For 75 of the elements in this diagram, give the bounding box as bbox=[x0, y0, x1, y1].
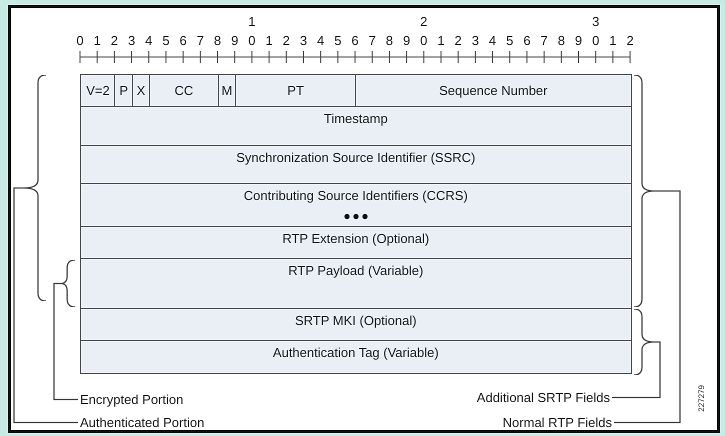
bit-number: 9 bbox=[574, 34, 584, 48]
bracket-label: Additional SRTP Fields bbox=[476, 390, 610, 405]
curly-brace bbox=[61, 260, 75, 307]
header-field bbox=[80, 145, 632, 184]
figure-number: 227279 bbox=[697, 385, 706, 412]
bit-number: 8 bbox=[556, 34, 566, 48]
field-label: Authentication Tag (Variable) bbox=[272, 345, 439, 360]
curly-brace bbox=[634, 309, 654, 375]
curly-brace bbox=[24, 75, 46, 301]
bit-number: 9 bbox=[230, 34, 240, 48]
header-field bbox=[234, 74, 357, 107]
leader-line bbox=[612, 341, 661, 398]
bit-number: 6 bbox=[522, 34, 532, 48]
bit-number: 8 bbox=[384, 34, 394, 48]
bit-number: 2 bbox=[625, 34, 635, 48]
bit-number: 3 bbox=[470, 34, 480, 48]
bit-number: 2 bbox=[282, 34, 291, 48]
bit-number: 2 bbox=[419, 15, 428, 29]
field-label: M bbox=[221, 83, 232, 98]
bit-number: 7 bbox=[368, 34, 377, 48]
bit-number: 2 bbox=[454, 34, 463, 48]
leader-line bbox=[53, 282, 78, 400]
bracket-label: Normal RTP Fields bbox=[502, 415, 612, 430]
bit-number: 4 bbox=[144, 34, 154, 48]
header-field bbox=[355, 74, 632, 107]
field-label: SRTP MKI (Optional) bbox=[294, 313, 417, 328]
bracket-label: Encrypted Portion bbox=[80, 392, 184, 407]
bit-number: 7 bbox=[196, 34, 205, 48]
bit-number: 4 bbox=[488, 34, 498, 48]
curly-brace bbox=[634, 75, 654, 307]
bit-number: 3 bbox=[126, 34, 136, 48]
header-field bbox=[80, 258, 632, 309]
bit-number: 5 bbox=[505, 34, 514, 48]
field-label: V=2 bbox=[86, 83, 110, 98]
bit-number: 7 bbox=[540, 34, 549, 48]
bit-number: 8 bbox=[212, 34, 222, 48]
header-field bbox=[80, 183, 632, 227]
bit-number: 5 bbox=[161, 34, 171, 48]
bit-number: 3 bbox=[591, 15, 600, 29]
field-label: X bbox=[136, 83, 146, 98]
bit-number: 1 bbox=[608, 34, 618, 48]
field-label: RTP Payload (Variable) bbox=[288, 263, 424, 278]
field-label: RTP Extension (Optional) bbox=[282, 231, 430, 246]
bracket-label: Authenticated Portion bbox=[80, 415, 204, 430]
bit-number: 1 bbox=[92, 34, 102, 48]
header-field bbox=[148, 74, 219, 107]
header-field bbox=[80, 226, 632, 259]
field-label: Synchronization Source Identifier (SSRC) bbox=[236, 150, 476, 165]
bit-number: 2 bbox=[110, 34, 119, 48]
bit-number: 1 bbox=[264, 34, 274, 48]
field-label: PT bbox=[287, 83, 304, 98]
field-label: Contributing Source Identifiers (CCRS) bbox=[244, 188, 468, 203]
header-field bbox=[80, 74, 116, 107]
header-field bbox=[80, 340, 632, 374]
header-field bbox=[114, 74, 134, 107]
header-field bbox=[80, 308, 632, 341]
bit-number: 0 bbox=[419, 34, 428, 48]
bit-number: 4 bbox=[316, 34, 326, 48]
header-field bbox=[80, 106, 632, 146]
bit-number: 9 bbox=[402, 34, 412, 48]
bit-number: 1 bbox=[436, 34, 446, 48]
bit-number: 6 bbox=[350, 34, 360, 48]
bit-number: 1 bbox=[247, 15, 256, 29]
bit-number: 6 bbox=[178, 34, 188, 48]
bit-number: 0 bbox=[247, 34, 256, 48]
bit-number: 0 bbox=[591, 34, 600, 48]
bit-number: 3 bbox=[298, 34, 308, 48]
bit-number: 0 bbox=[75, 34, 85, 48]
field-label: Timestamp bbox=[324, 111, 388, 126]
field-label: Sequence Number bbox=[439, 83, 548, 98]
field-label: P bbox=[119, 83, 128, 98]
leader-line bbox=[13, 187, 78, 424]
bit-number: 5 bbox=[333, 34, 342, 48]
field-label: CC bbox=[174, 83, 194, 98]
leader-line bbox=[614, 190, 681, 424]
